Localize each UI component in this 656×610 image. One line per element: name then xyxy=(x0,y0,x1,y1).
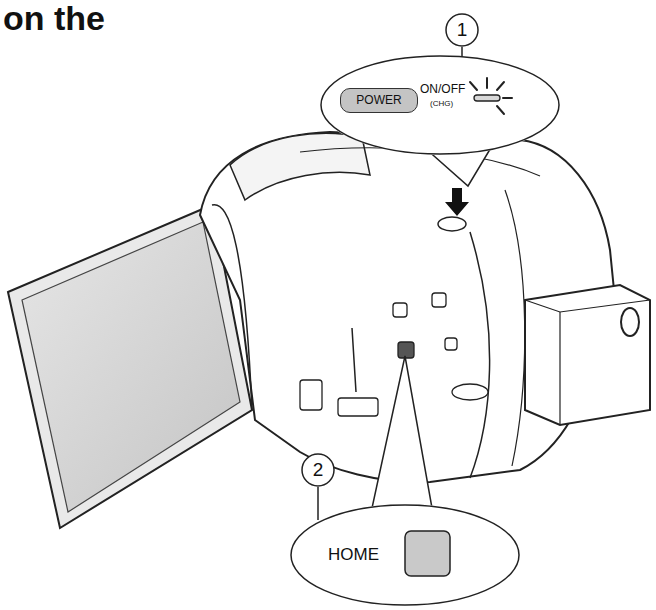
lens-edge xyxy=(505,190,525,466)
outline-shape xyxy=(446,14,478,46)
strap-ring xyxy=(621,308,639,336)
power-button xyxy=(438,217,466,231)
callout-bubble: ON/OFF (CHG) POWER xyxy=(320,55,560,155)
slot xyxy=(352,328,356,392)
lcd-screen xyxy=(22,222,240,512)
button xyxy=(393,303,407,317)
callout-number: 1 xyxy=(445,13,479,47)
label-text: POWER xyxy=(356,94,401,107)
outline-shape xyxy=(291,505,519,605)
outline-shape xyxy=(321,56,559,154)
grip xyxy=(230,133,370,200)
callout-tail xyxy=(372,356,432,508)
jack-cover xyxy=(338,398,378,416)
lamp-rays xyxy=(470,78,512,114)
label-text: ON/OFF xyxy=(420,83,465,96)
bubble-outline xyxy=(290,504,520,606)
callout-ground xyxy=(320,55,560,155)
label-text: 1 xyxy=(457,20,468,41)
callout-number: 2 xyxy=(301,453,335,487)
callout-tick xyxy=(317,487,319,520)
battery-edge xyxy=(525,300,650,312)
outline-shape xyxy=(302,454,334,486)
power-button-label: POWER xyxy=(340,88,418,113)
hinge xyxy=(212,205,252,410)
button xyxy=(452,384,488,400)
press-arrow xyxy=(445,188,469,216)
callout-tick xyxy=(461,47,463,57)
home-key xyxy=(405,531,450,576)
cover xyxy=(300,380,322,410)
heading-fragment: on the xyxy=(3,1,105,35)
home-button xyxy=(398,342,414,358)
front-edge xyxy=(470,232,490,478)
label-text: (CHG) xyxy=(430,100,453,109)
lcd-frame xyxy=(8,205,252,528)
label-text: 2 xyxy=(313,460,324,481)
callout-bubble: HOME xyxy=(290,504,520,606)
battery-edge xyxy=(559,312,560,425)
button xyxy=(432,293,446,307)
battery xyxy=(525,285,650,425)
button xyxy=(445,338,457,350)
label-text: HOME xyxy=(328,546,379,565)
charge-lamp xyxy=(474,95,500,101)
callout-ground xyxy=(290,504,520,606)
